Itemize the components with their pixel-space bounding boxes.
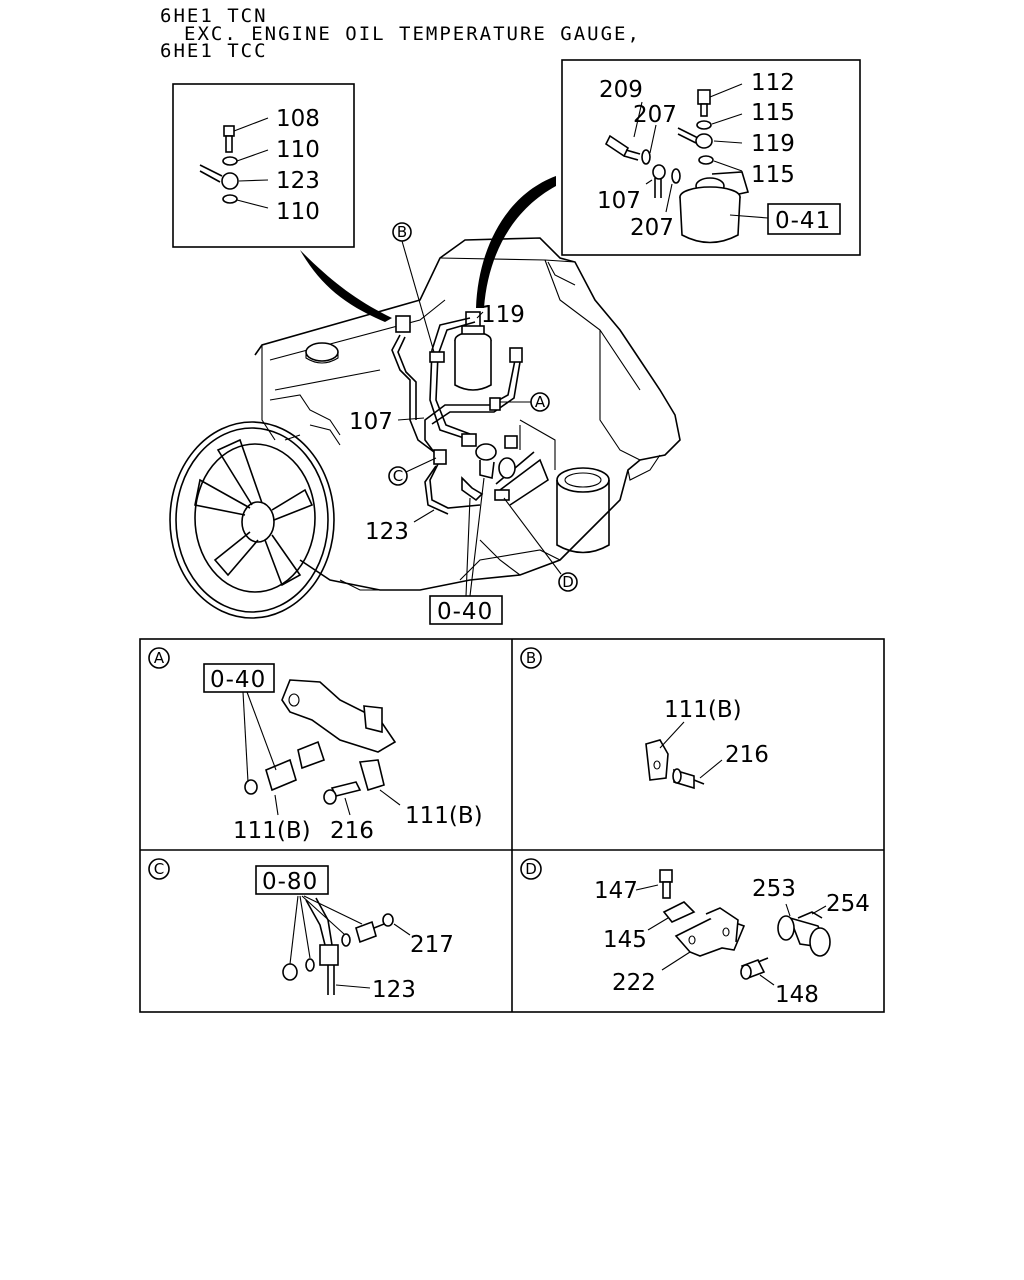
detail-d-label-145: 145	[603, 927, 647, 953]
callout-c-letter: C	[393, 467, 403, 485]
label-107: 107	[597, 188, 641, 214]
detail-d-label-147: 147	[594, 878, 638, 904]
detail-b-letter: B	[526, 649, 536, 667]
label-207-lower: 207	[630, 215, 674, 241]
label-112: 112	[751, 70, 795, 96]
header-model-line: 6HE1 TCN	[160, 5, 268, 27]
inset-left	[172, 83, 355, 248]
detail-a-label-111b-right: 111(B)	[405, 803, 483, 829]
detail-b-drawing	[645, 721, 723, 790]
detail-d-label-222: 222	[612, 970, 656, 996]
detail-a-letter: A	[154, 649, 165, 667]
callout-b-circle	[392, 222, 412, 242]
inset-right	[561, 59, 861, 256]
callout-b-letter: B	[397, 223, 407, 241]
detail-c-drawing	[282, 895, 411, 995]
detail-d-drawing	[635, 869, 831, 986]
leader-119	[476, 311, 484, 319]
label-119: 119	[751, 131, 795, 157]
callout-a-letter: A	[535, 393, 546, 411]
label-123: 123	[276, 168, 320, 194]
detail-c-circle	[148, 858, 170, 880]
leader-123	[413, 509, 435, 523]
detail-grid	[139, 638, 885, 1013]
ref-0-41: 0-41	[775, 208, 831, 234]
detail-a-ref-box	[203, 663, 275, 693]
callout-c-circle	[388, 466, 408, 486]
leader-107	[397, 417, 425, 421]
label-main-123: 123	[365, 519, 409, 545]
label-209: 209	[599, 77, 643, 103]
detail-d-label-148: 148	[775, 982, 819, 1008]
leader-0-40	[465, 477, 485, 597]
label-main-107: 107	[349, 409, 393, 435]
inset-left-pointer	[300, 250, 392, 322]
detail-c-ref: 0-80	[262, 869, 318, 895]
detail-b-label-111b: 111(B)	[664, 697, 742, 723]
label-110-lower: 110	[276, 199, 320, 225]
label-110: 110	[276, 137, 320, 163]
header-condition-line: EXC. ENGINE OIL TEMPERATURE GAUGE,	[184, 23, 641, 45]
engine-drawing	[169, 237, 681, 619]
leader-callout-c	[405, 457, 437, 473]
label-108: 108	[276, 106, 320, 132]
detail-d-label-253: 253	[752, 876, 796, 902]
detail-a-ref: 0-40	[210, 667, 266, 693]
detail-c-label-123: 123	[372, 977, 416, 1003]
inset-right-pointer	[476, 176, 556, 308]
detail-c-label-217: 217	[410, 932, 454, 958]
label-main-119: 119	[481, 302, 525, 328]
callout-a-circle	[530, 392, 550, 412]
detail-a-label-111b: 111(B)	[233, 818, 311, 844]
header-model-line-2: 6HE1 TCC	[160, 40, 268, 62]
leader-callout-b	[401, 240, 435, 353]
callout-d-circle	[558, 572, 578, 592]
label-115-lower: 115	[751, 162, 795, 188]
callout-d-letter: D	[562, 573, 574, 591]
detail-b-circle	[520, 647, 542, 669]
label-207: 207	[633, 102, 677, 128]
detail-c-letter: C	[154, 860, 164, 878]
ref-box-0-40	[429, 595, 503, 625]
detail-d-circle	[520, 858, 542, 880]
detail-d-letter: D	[525, 860, 537, 878]
fuel-filter-main	[454, 311, 492, 391]
detail-d-label-254: 254	[826, 891, 870, 917]
detail-c-ref-box	[255, 865, 329, 895]
detail-a-drawing	[242, 679, 401, 816]
detail-a-circle	[148, 647, 170, 669]
detail-b-label-216: 216	[725, 742, 769, 768]
ref-0-40-main: 0-40	[437, 599, 493, 625]
fuel-pipes	[391, 315, 549, 515]
label-115: 115	[751, 100, 795, 126]
leader-callout-d	[503, 497, 562, 575]
detail-a-label-216: 216	[330, 818, 374, 844]
